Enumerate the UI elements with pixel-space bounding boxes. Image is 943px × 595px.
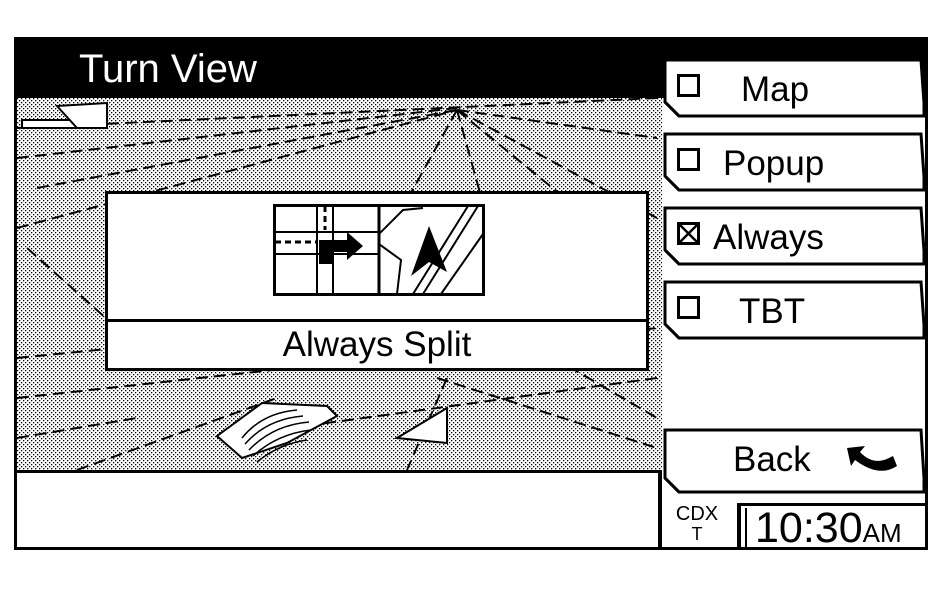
- popup-checkbox[interactable]: [677, 148, 700, 171]
- popup-label: Popup: [723, 144, 825, 183]
- clock-ampm: AM: [862, 518, 902, 548]
- map-option-button[interactable]: Map: [663, 58, 925, 118]
- always-checkbox[interactable]: [677, 222, 700, 245]
- button-frame: [663, 58, 925, 118]
- dialog-caption: Always Split: [282, 325, 472, 364]
- status-divider: [658, 470, 662, 547]
- always-option-button[interactable]: Always: [663, 206, 925, 266]
- tbt-label: TBT: [739, 292, 806, 331]
- clock-inner-frame: 10:30AM: [745, 504, 925, 547]
- clock-time-wrapper: 10:30AM: [755, 504, 902, 550]
- source-top-label: CDX: [675, 503, 719, 525]
- tbt-checkbox[interactable]: [677, 296, 700, 319]
- always-label: Always: [713, 218, 824, 257]
- tbt-option-button[interactable]: TBT: [663, 280, 925, 340]
- split-view-dialog: Always Split: [105, 191, 649, 371]
- dialog-divider: [108, 319, 646, 322]
- navigation-screen: Turn View: [14, 37, 928, 550]
- map-label: Map: [741, 70, 810, 109]
- source-indicator: CDX T: [668, 503, 726, 547]
- status-bar: [17, 470, 662, 547]
- back-button[interactable]: Back: [663, 428, 925, 494]
- map-checkbox[interactable]: [677, 74, 700, 97]
- button-frame: [663, 132, 925, 192]
- back-arrow-icon: [847, 446, 897, 471]
- checkmark-x-icon: [679, 224, 698, 243]
- source-bottom-label: T: [691, 524, 703, 544]
- button-frame: [663, 280, 925, 340]
- split-view-thumbnail-icon: [273, 204, 485, 296]
- clock-time: 10:30: [755, 504, 863, 550]
- clock-display: 10:30AM: [737, 503, 925, 547]
- button-frame: [663, 206, 925, 266]
- page-title: Turn View: [79, 47, 257, 91]
- button-frame: [663, 428, 925, 494]
- popup-option-button[interactable]: Popup: [663, 132, 925, 192]
- back-label: Back: [733, 440, 811, 479]
